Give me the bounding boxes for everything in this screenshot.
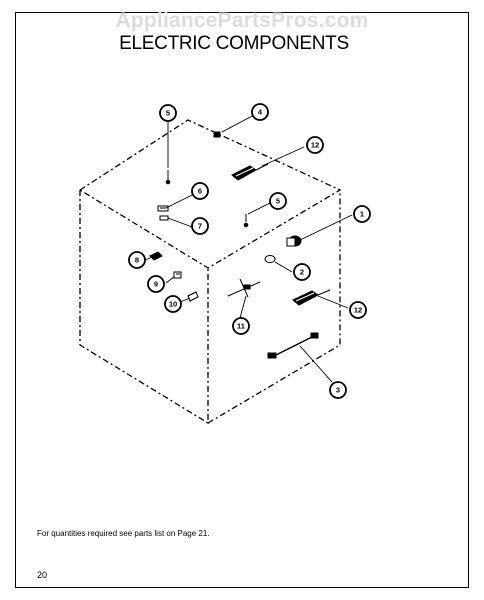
callout-label: 11 <box>237 322 245 331</box>
callout-label: 5 <box>166 109 170 118</box>
callout-label: 12 <box>354 306 362 315</box>
footnote: For quantities required see parts list o… <box>37 529 210 538</box>
callout-6: 6 <box>191 182 209 200</box>
callout-9: 9 <box>147 275 165 293</box>
callout-circle <box>164 295 182 313</box>
cabinet-outline <box>78 119 342 425</box>
callout-2: 2 <box>293 263 311 281</box>
callout-circle <box>306 136 324 154</box>
part-6-bracket <box>157 205 169 212</box>
parts <box>149 131 331 359</box>
cabinet-left-face <box>79 190 209 425</box>
callout-circle <box>269 192 287 210</box>
callout-label: 10 <box>169 300 177 309</box>
part-3-cord <box>267 332 319 359</box>
callout-3: 3 <box>329 381 347 399</box>
callout-circle <box>191 217 209 235</box>
part-11-wire-harness <box>227 278 261 298</box>
callout-label: 7 <box>198 222 202 231</box>
callout-label: 6 <box>198 187 202 196</box>
callout-circle <box>232 317 250 335</box>
callout-11: 11 <box>232 317 250 335</box>
callout-label: 12 <box>311 141 319 150</box>
cabinet-top-face <box>78 119 342 269</box>
callout-label: 1 <box>360 210 364 219</box>
callout-circle <box>349 301 367 319</box>
part-2-bulb <box>264 255 276 263</box>
part-1-light-socket <box>286 235 302 247</box>
callout-7: 7 <box>191 217 209 235</box>
cabinet-right-face <box>207 190 341 424</box>
part-12-lower-terminal-block <box>292 289 331 306</box>
callout-label: 9 <box>154 280 158 289</box>
callout-4: 4 <box>251 103 269 121</box>
callout-circle <box>353 205 371 223</box>
callout-circle <box>293 263 311 281</box>
callout-circle <box>251 103 269 121</box>
callout-8: 8 <box>128 251 146 269</box>
callout-12: 12 <box>306 136 324 154</box>
part-5-right-screw <box>243 214 249 228</box>
part-5-upper-screw <box>165 170 171 185</box>
callout-circle <box>147 275 165 293</box>
part-9-connector <box>173 271 182 279</box>
callout-circle <box>191 182 209 200</box>
leader-lines <box>144 114 353 383</box>
callout-12: 12 <box>349 301 367 319</box>
watermark: AppliancePartsPros.com <box>115 9 369 32</box>
callout-10: 10 <box>164 295 182 313</box>
page-title: ELECTRIC COMPONENTS <box>119 33 349 54</box>
page-frame <box>15 12 469 588</box>
callout-5: 5 <box>159 104 177 122</box>
callout-label: 3 <box>336 386 340 395</box>
part-7-clip <box>159 215 169 221</box>
page-number: 20 <box>37 570 48 580</box>
callout-label: 2 <box>300 268 304 277</box>
callout-1: 1 <box>353 205 371 223</box>
callout-circle <box>159 104 177 122</box>
part-8-terminal <box>149 251 163 261</box>
callout-label: 4 <box>258 108 263 117</box>
callout-5: 5 <box>269 192 287 210</box>
part-10-clip <box>187 291 199 302</box>
callout-label: 5 <box>276 197 280 206</box>
callout-circle <box>329 381 347 399</box>
callout-label: 8 <box>135 256 139 265</box>
part-12-upper-terminal-block <box>231 163 269 181</box>
part-4-clip <box>213 131 221 138</box>
callout-circle <box>128 251 146 269</box>
